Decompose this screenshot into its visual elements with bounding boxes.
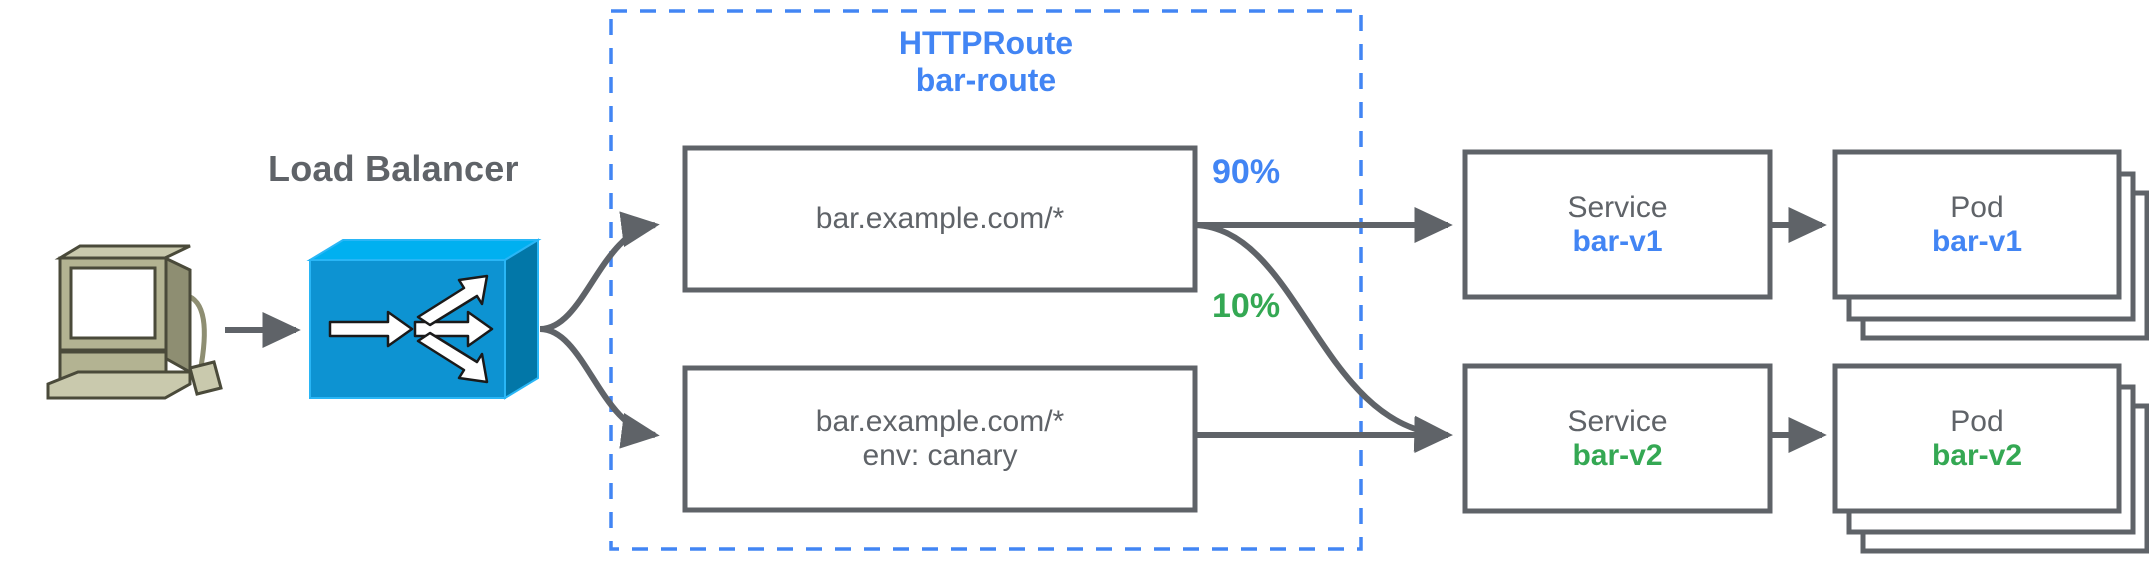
- rule-box-1-content: bar.example.com/*: [685, 148, 1195, 290]
- weight-label-10: 10%: [1212, 287, 1281, 325]
- rule-2-match-line2: env: canary: [862, 439, 1018, 472]
- weight-label-90: 90%: [1212, 153, 1281, 191]
- service-v1-name-label: bar-v1: [1572, 224, 1663, 258]
- pod-box-bar-v2[interactable]: [1832, 363, 2122, 514]
- pod-bar-v1-content: Pod bar-v1: [1835, 152, 2119, 297]
- rule-box-1[interactable]: [682, 145, 1198, 293]
- httproute-name-label: bar-route: [915, 62, 1057, 98]
- arrow-rule1-to-service-v2-10: [1194, 222, 1453, 452]
- rule-1-match-line1: bar.example.com/*: [815, 202, 1065, 235]
- service-bar-v1-content: Service bar-v1: [1465, 152, 1770, 297]
- service-v2-name-label: bar-v2: [1572, 438, 1663, 472]
- rule-2-match-line1: bar.example.com/*: [815, 405, 1065, 438]
- rule-box-2-content: bar.example.com/* env: canary: [685, 368, 1195, 510]
- httproute-title-block: HTTPRoute bar-route: [611, 22, 1361, 102]
- httproute-dashed-container: [609, 9, 1363, 551]
- pod-v2-kind-label: Pod: [1950, 404, 2004, 438]
- pod-box-bar-v1[interactable]: [1832, 149, 2122, 300]
- service-v2-kind-label: Service: [1567, 404, 1668, 438]
- arrow-lb-to-rule-2: [539, 326, 660, 449]
- rule-box-2[interactable]: [682, 365, 1198, 513]
- load-balancer-label: Load Balancer: [268, 148, 519, 189]
- httproute-kind-label: HTTPRoute: [898, 25, 1074, 61]
- arrow-lb-to-rule-1: [539, 211, 660, 332]
- service-bar-v2-content: Service bar-v2: [1465, 366, 1770, 511]
- service-box-bar-v2[interactable]: [1462, 363, 1773, 514]
- pod-v2-name-label: bar-v2: [1931, 438, 2023, 472]
- service-box-bar-v1[interactable]: [1462, 149, 1773, 300]
- pod-v1-name-label: bar-v1: [1931, 224, 2023, 258]
- service-v1-kind-label: Service: [1567, 190, 1668, 224]
- pod-bar-v2-content: Pod bar-v2: [1835, 366, 2119, 511]
- pod-v1-kind-label: Pod: [1950, 190, 2004, 224]
- load-balancer-router-icon: [306, 238, 542, 400]
- computer-workstation-icon: [46, 244, 223, 400]
